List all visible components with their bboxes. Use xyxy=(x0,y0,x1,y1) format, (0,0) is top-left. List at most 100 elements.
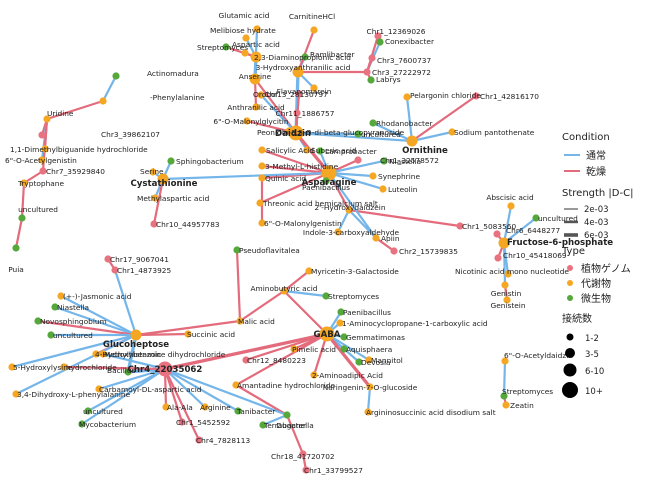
edge-normal xyxy=(282,289,328,298)
edge-drought xyxy=(22,169,45,185)
node-label: Streptomyces xyxy=(502,387,553,396)
node-label: Chr17_9067041 xyxy=(110,255,169,264)
node-metabolite xyxy=(280,287,288,295)
node-label: Niastella xyxy=(389,157,421,166)
legend-degree-swatch-4 xyxy=(562,382,578,398)
node-metabolite xyxy=(258,146,266,154)
edge-normal xyxy=(163,367,207,409)
node-label: Aquisphaera xyxy=(346,345,392,354)
node-metabolite xyxy=(99,350,107,358)
node-microbe xyxy=(369,119,377,127)
node-metabolite xyxy=(38,156,46,164)
node-metabolite xyxy=(501,281,509,289)
node-label: Uridine xyxy=(47,109,74,118)
node-label: Paenibacillus xyxy=(343,308,391,317)
node-label: (+-)-Jasmonic acid xyxy=(63,292,132,301)
node-genome xyxy=(293,109,301,117)
node-genome xyxy=(38,131,46,139)
node-genome xyxy=(472,92,480,100)
node-label: Terrabacter xyxy=(263,421,307,430)
node-label: Ramlibacter xyxy=(310,50,356,59)
node-label: Synephrine xyxy=(378,172,420,181)
node-label: Puia xyxy=(8,265,24,274)
legend-degree-4: 10+ xyxy=(585,387,603,397)
node-microbe xyxy=(34,317,42,325)
edge-drought xyxy=(260,148,331,175)
edge-normal xyxy=(113,268,138,337)
node-label: 2'-Hydroxydaidzein xyxy=(314,203,385,212)
node-label: uncultured xyxy=(53,331,93,340)
node-label: Duganella xyxy=(276,421,313,430)
node-label: Chr3_39862107 xyxy=(101,130,160,139)
node-label: 3-Hydroxyanthranilic acid xyxy=(256,63,351,72)
node-microbe xyxy=(18,214,26,222)
node-metabolite xyxy=(232,381,240,389)
node-label: Glutamic acid xyxy=(219,11,270,20)
node-metabolite xyxy=(20,179,28,187)
node-label: Luteolin xyxy=(388,185,418,194)
node-label: Melibiose hydrate xyxy=(210,26,276,35)
node-genome xyxy=(354,156,362,164)
node-label: Gemmatimonas xyxy=(346,333,405,342)
node-label: Rhodanobacter xyxy=(376,119,433,128)
node-metabolite xyxy=(334,228,342,236)
node-metabolite xyxy=(243,117,251,125)
node-metabolite xyxy=(448,128,456,136)
node-label: 6"-O-Acetylgenistin xyxy=(5,156,77,165)
legend-degree-swatch-1 xyxy=(566,333,574,341)
node-microbe xyxy=(233,246,241,254)
node-metabolite xyxy=(310,84,318,92)
node-metabolite xyxy=(184,330,192,338)
legend-strength-1: 2e-03 xyxy=(584,205,609,215)
edge-normal xyxy=(336,208,351,234)
node-metabolite xyxy=(369,172,377,180)
node-metabolite xyxy=(162,403,170,411)
node-label: Anserine xyxy=(239,72,272,81)
edge-drought xyxy=(163,332,329,371)
node-label: uncultured xyxy=(361,130,401,139)
edge-normal xyxy=(347,208,378,240)
node-label: 2-Aminoadipic Acid xyxy=(312,371,383,380)
node-metabolite xyxy=(285,127,293,135)
node-metabolite xyxy=(366,383,374,391)
node-label: 1-Aminocyclopropane-1-carboxylic acid xyxy=(342,319,488,328)
node-label: Paenibacillus xyxy=(302,183,350,192)
node-microbe xyxy=(322,292,330,300)
node-label: Chr11_1886757 xyxy=(276,109,335,118)
node-genome xyxy=(157,361,173,377)
node-label: GABA xyxy=(314,330,341,340)
node-microbe xyxy=(354,130,362,138)
legend-degree-2: 3-5 xyxy=(585,350,599,360)
node-metabolite xyxy=(288,125,304,141)
node-label: Daidzin xyxy=(275,129,311,139)
node-label: 6"-O-Acetyldaidzin xyxy=(504,351,573,360)
node-microbe xyxy=(340,333,348,341)
node-label: Chr10_45418069 xyxy=(503,251,567,260)
node-label: Mycobacterium xyxy=(79,420,136,429)
legend-degree-swatch-2 xyxy=(565,348,575,358)
node-genome xyxy=(150,220,158,228)
node-label: Tryptophane xyxy=(17,179,65,188)
node-label: Arginine xyxy=(200,403,231,412)
node-microbe xyxy=(47,331,55,339)
node-label: Abscisic acid xyxy=(486,193,534,202)
edge-drought xyxy=(258,171,331,205)
edge-normal xyxy=(502,204,513,245)
node-metabolite xyxy=(501,357,509,365)
node-label: Chr4_7828113 xyxy=(196,436,250,445)
edge-normal xyxy=(366,385,372,414)
node-label: Malic acid xyxy=(238,317,275,326)
node-metabolite xyxy=(364,408,372,416)
node-label: 1,1-Dimethylbiguanide hydrochloride xyxy=(10,145,148,154)
node-metabolite xyxy=(242,34,250,42)
node-metabolite xyxy=(250,51,262,63)
node-label: Nicotinic acid mono nucleotide xyxy=(455,267,569,276)
legend-degree-3: 6-10 xyxy=(585,367,604,377)
node-metabolite xyxy=(95,385,103,393)
node-genome xyxy=(374,32,382,40)
legend-type-metabolite-swatch xyxy=(567,280,573,286)
node-metabolite xyxy=(249,73,261,85)
edge-drought xyxy=(163,367,184,424)
